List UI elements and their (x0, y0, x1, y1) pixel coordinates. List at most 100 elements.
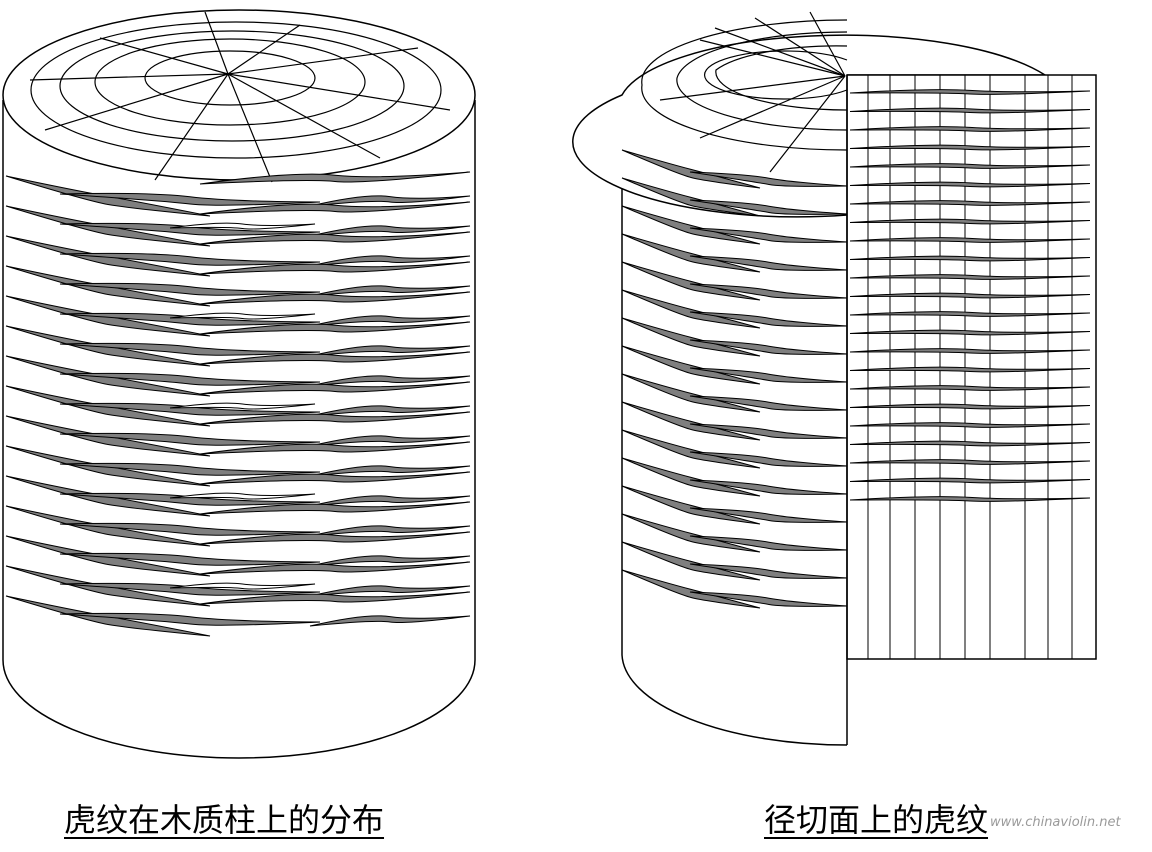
tiger-stripe (309, 465, 471, 477)
tiger-stripe (621, 373, 761, 413)
tiger-stripe (5, 235, 211, 277)
tiger-stripe (199, 441, 471, 455)
tiger-stripe (5, 535, 211, 577)
tiger-stripe (59, 522, 321, 536)
right-cylinder-body (621, 95, 848, 746)
tiger-stripe (59, 192, 321, 206)
tiger-stripe (5, 475, 211, 517)
tiger-stripe (309, 555, 471, 567)
radial-tiger-stripe (849, 181, 1091, 188)
tiger-stripe (5, 505, 211, 547)
tiger-stripe (199, 531, 471, 545)
medullary-ray (227, 47, 419, 75)
radial-tiger-stripe (849, 292, 1091, 299)
radial-cut-face (846, 74, 1097, 745)
tiger-stripe (5, 355, 211, 397)
tiger-stripe (59, 282, 321, 296)
tiger-stripe (309, 495, 471, 507)
tiger-stripe (5, 265, 211, 307)
radial-tiger-stripe (849, 348, 1091, 354)
tiger-stripe (199, 411, 471, 425)
medullary-ray (227, 24, 301, 75)
tiger-stripe (621, 261, 761, 301)
tiger-stripe (621, 317, 761, 357)
radial-tiger-stripe (849, 274, 1091, 280)
tiger-stripe (199, 201, 471, 215)
tiger-stripe (309, 405, 471, 417)
tiger-stripe (621, 569, 761, 609)
right-medullary-rays (659, 11, 846, 173)
watermark-text: www.chinaviolin.net (990, 815, 1121, 830)
medullary-ray (204, 11, 229, 75)
tiger-stripe (59, 312, 321, 326)
right-cylinder (572, 11, 1097, 746)
tiger-stripe (621, 429, 761, 469)
left-figure-caption: 虎纹在木质柱上的分布 (64, 801, 385, 839)
tiger-stripe (309, 375, 471, 387)
tiger-stripe (59, 492, 321, 506)
tiger-stripe (199, 291, 471, 305)
highlight-streak (169, 312, 316, 320)
tiger-stripe (309, 525, 471, 537)
highlight-streak (169, 492, 316, 500)
medullary-ray (227, 73, 273, 183)
tiger-stripe (199, 381, 471, 395)
radial-tiger-stripe (849, 311, 1091, 317)
left-medullary-rays (29, 11, 451, 183)
tiger-stripe (59, 552, 321, 566)
tiger-stripe (5, 595, 211, 637)
right-figure-caption: 径切面上的虎纹 (764, 801, 989, 839)
tiger-stripe (5, 565, 211, 607)
medullary-ray (44, 73, 229, 131)
radial-tiger-stripe (849, 144, 1091, 151)
right-bark-tiger-stripes (621, 149, 849, 609)
tiger-stripe (5, 295, 211, 337)
tiger-stripe (309, 285, 471, 297)
medullary-ray (227, 73, 381, 159)
radial-tiger-stripe (849, 477, 1091, 484)
tiger-stripe (199, 561, 471, 575)
radial-tiger-stripe (849, 218, 1091, 225)
tiger-stripe (59, 432, 321, 446)
tiger-stripe (309, 315, 471, 327)
tiger-stripe (5, 325, 211, 367)
tiger-stripe (199, 591, 471, 605)
radial-tiger-stripe (849, 237, 1091, 243)
tiger-stripe (621, 345, 761, 385)
medullary-ray (154, 73, 229, 181)
tiger-stripe (199, 471, 471, 485)
radial-tiger-stripe (849, 496, 1091, 502)
tiger-stripe (621, 289, 761, 329)
medullary-ray (29, 73, 229, 81)
tiger-stripe (309, 255, 471, 267)
tiger-stripe (621, 513, 761, 553)
tiger-stripe (199, 321, 471, 335)
tiger-stripe (309, 615, 471, 627)
left-cylinder (2, 9, 476, 759)
tiger-stripe (59, 402, 321, 416)
tiger-stripe (621, 457, 761, 497)
tiger-stripe (59, 372, 321, 386)
radial-tiger-stripe (849, 459, 1091, 465)
radial-tiger-stripe (849, 366, 1091, 373)
tiger-stripe (309, 225, 471, 237)
tiger-stripe (621, 177, 761, 217)
tiger-stripe (199, 501, 471, 515)
tiger-stripe (199, 351, 471, 365)
radial-tiger-stripe (849, 107, 1091, 114)
radial-tiger-stripe (849, 89, 1091, 95)
tiger-stripe (59, 582, 321, 596)
tiger-stripe (59, 342, 321, 356)
radial-tiger-stripe (849, 255, 1091, 262)
left-cylinder-top (2, 9, 476, 181)
medullary-ray (99, 37, 229, 75)
tiger-stripe (5, 175, 211, 217)
radial-cut-tiger-stripes (849, 89, 1091, 502)
radial-tiger-stripe (849, 385, 1091, 391)
left-tiger-stripes (5, 171, 471, 637)
radial-cut-plane (846, 74, 1097, 660)
tiger-stripe (59, 462, 321, 476)
tiger-stripe (5, 445, 211, 487)
radial-tiger-stripe (849, 200, 1091, 206)
